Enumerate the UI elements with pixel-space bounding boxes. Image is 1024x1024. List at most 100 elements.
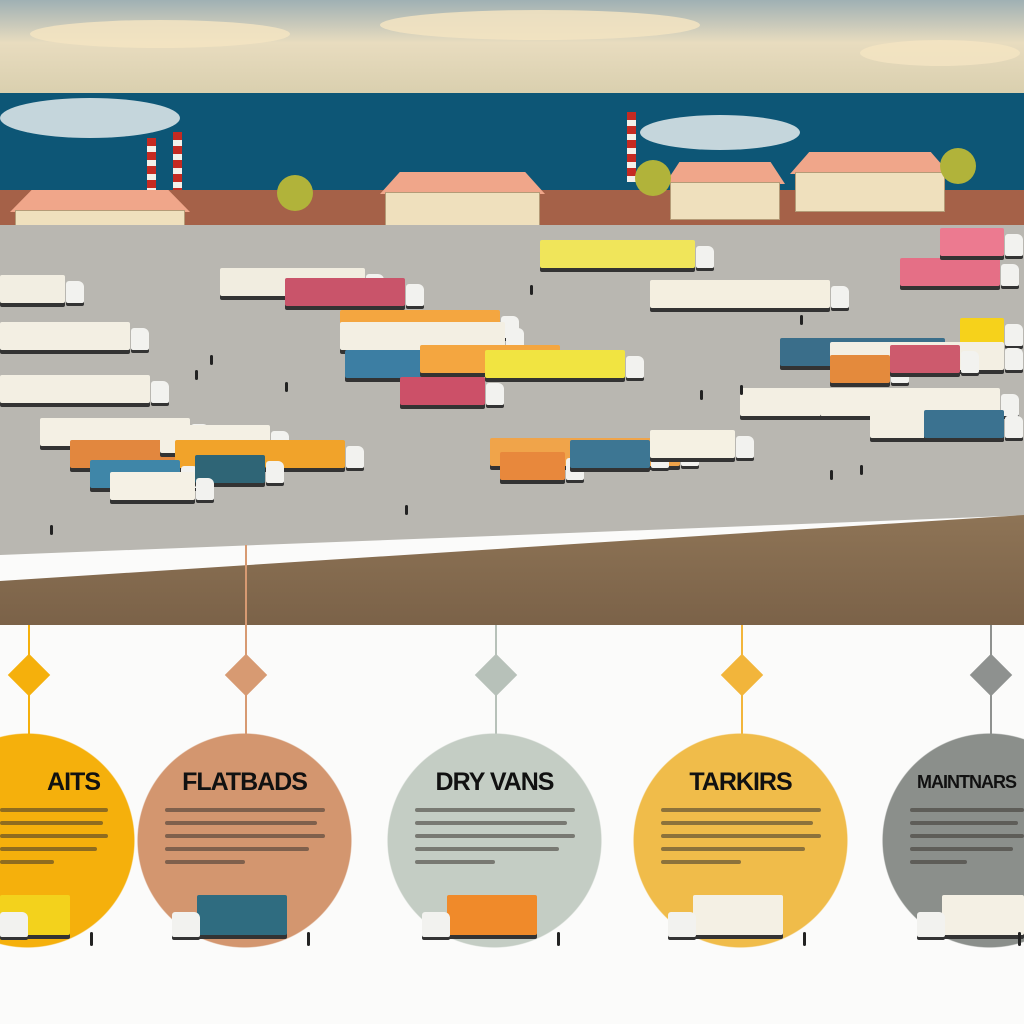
text-line	[415, 808, 575, 812]
truck-cab	[961, 351, 979, 373]
warehouse-roof	[790, 152, 950, 174]
text-line	[415, 821, 567, 825]
truck-trailer	[900, 258, 1000, 286]
text-line	[661, 821, 813, 825]
text-line	[661, 808, 821, 812]
category-description	[661, 808, 821, 873]
truck-trailer	[0, 275, 65, 303]
cloud	[30, 20, 290, 48]
truck-cab	[422, 912, 450, 937]
truck-cab	[1005, 234, 1023, 256]
worker	[830, 470, 833, 480]
category-description	[415, 808, 575, 873]
truck-cab	[506, 328, 524, 350]
worker	[285, 382, 288, 392]
truck-trailer	[400, 377, 485, 405]
truck-trailer	[500, 452, 565, 480]
worker	[800, 315, 803, 325]
diamond-marker	[224, 653, 267, 697]
category-title: FLATBADS	[182, 768, 308, 796]
cloud	[860, 40, 1020, 66]
text-line	[0, 860, 54, 864]
worker	[195, 370, 198, 380]
worker	[210, 355, 213, 365]
truck-trailer	[0, 375, 150, 403]
truck-cab	[1005, 324, 1023, 346]
truck-cab	[668, 912, 696, 937]
text-line	[415, 860, 495, 864]
truck-cab	[1001, 394, 1019, 416]
truck-trailer	[890, 345, 960, 373]
worker	[1018, 932, 1021, 946]
truck-trailer	[830, 355, 890, 383]
truck-cab	[196, 478, 214, 500]
worker	[740, 385, 743, 395]
warehouse	[795, 172, 945, 212]
diamond-marker	[720, 653, 763, 697]
truck-trailer	[570, 440, 650, 468]
smoke	[640, 115, 800, 150]
truck-cab	[346, 446, 364, 468]
text-line	[415, 834, 575, 838]
cloud	[380, 10, 700, 40]
smoke	[0, 98, 180, 138]
warehouse-roof	[380, 172, 545, 194]
truck-cab	[172, 912, 200, 937]
text-line	[415, 847, 559, 851]
truck-trailer	[485, 350, 625, 378]
text-line	[165, 821, 317, 825]
text-line	[0, 808, 108, 812]
truck-cab	[151, 381, 169, 403]
truck-cab	[131, 328, 149, 350]
text-line	[165, 808, 325, 812]
truck-trailer	[693, 895, 783, 935]
diamond-marker	[7, 653, 50, 697]
category-description	[0, 808, 108, 873]
worker	[860, 465, 863, 475]
truck-trailer	[447, 895, 537, 935]
truck-trailer	[197, 895, 287, 935]
truck-trailer	[650, 280, 830, 308]
truck-trailer	[540, 240, 695, 268]
connector-line	[244, 545, 247, 735]
worker	[90, 932, 93, 946]
warehouse-roof	[665, 162, 785, 184]
truck-cab	[406, 284, 424, 306]
text-line	[0, 834, 108, 838]
truck-trailer	[650, 430, 735, 458]
category-title: AITS	[47, 768, 101, 796]
worker	[700, 390, 703, 400]
text-line	[165, 834, 325, 838]
category-title: TARKIRS	[689, 768, 792, 796]
text-line	[661, 834, 821, 838]
text-line	[910, 847, 1013, 851]
category-description	[165, 808, 325, 873]
truck-cab	[831, 286, 849, 308]
truck-cab	[1005, 348, 1023, 370]
category-description	[910, 808, 1024, 873]
diamond-marker	[474, 653, 517, 697]
text-line	[661, 860, 741, 864]
tree	[635, 160, 671, 196]
worker	[307, 932, 310, 946]
diamond-marker	[969, 653, 1012, 697]
truck-cab	[266, 461, 284, 483]
warehouse-roof	[10, 190, 190, 212]
chimney	[147, 138, 156, 203]
truck-cab	[626, 356, 644, 378]
text-line	[910, 808, 1024, 812]
tree	[940, 148, 976, 184]
worker	[530, 285, 533, 295]
truck-trailer	[924, 410, 1004, 438]
worker	[803, 932, 806, 946]
worker	[50, 525, 53, 535]
text-line	[165, 860, 245, 864]
truck-trailer	[0, 322, 130, 350]
truck-trailer	[285, 278, 405, 306]
truck-cab	[696, 246, 714, 268]
truck-cab	[736, 436, 754, 458]
text-line	[661, 847, 805, 851]
warehouse	[670, 182, 780, 220]
worker	[405, 505, 408, 515]
truck-cab	[1001, 264, 1019, 286]
